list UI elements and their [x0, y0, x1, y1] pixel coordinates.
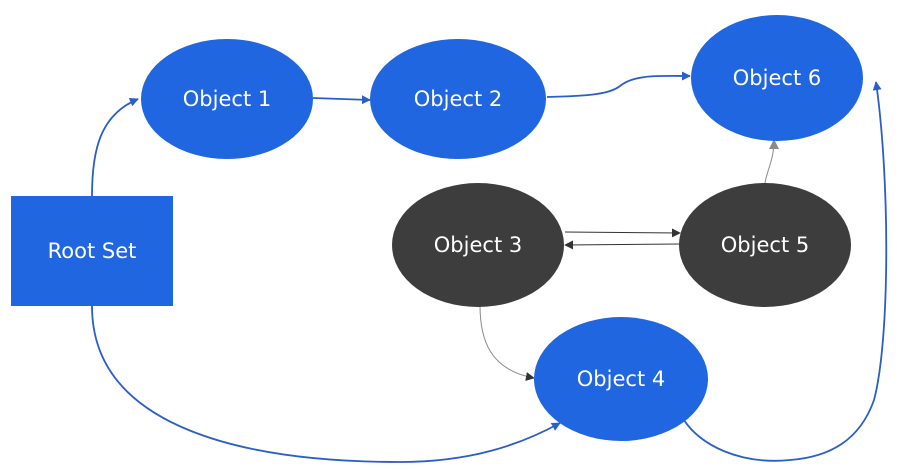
edge-object5-to-object6	[764, 139, 779, 184]
object-4-label: Object 4	[577, 367, 665, 391]
object-3-label: Object 3	[434, 233, 522, 257]
object-6-label: Object 6	[733, 66, 821, 90]
node-object-6: Object 6	[691, 15, 863, 141]
edge-root-to-object1	[91, 98, 139, 197]
node-object-3: Object 3	[392, 183, 564, 307]
edge-object1-to-object2	[312, 95, 371, 105]
node-object-4: Object 4	[534, 317, 708, 441]
root-set-label: Root Set	[48, 239, 137, 263]
node-object-2: Object 2	[370, 39, 546, 159]
edges-group	[91, 71, 888, 463]
edge-object3-to-object4	[479, 304, 535, 381]
edge-object4-to-object6	[683, 81, 888, 462]
edge-object3-to-object5	[564, 228, 681, 238]
node-root-set: Root Set	[11, 196, 173, 306]
node-object-1: Object 1	[141, 39, 313, 159]
object-5-label: Object 5	[721, 233, 809, 257]
edge-object5-to-object3	[564, 240, 681, 250]
object-1-label: Object 1	[183, 87, 271, 111]
node-object-5: Object 5	[679, 183, 851, 307]
edge-root-to-object4	[91, 305, 561, 463]
object-2-label: Object 2	[414, 87, 502, 111]
edge-object2-to-object6	[546, 71, 691, 98]
